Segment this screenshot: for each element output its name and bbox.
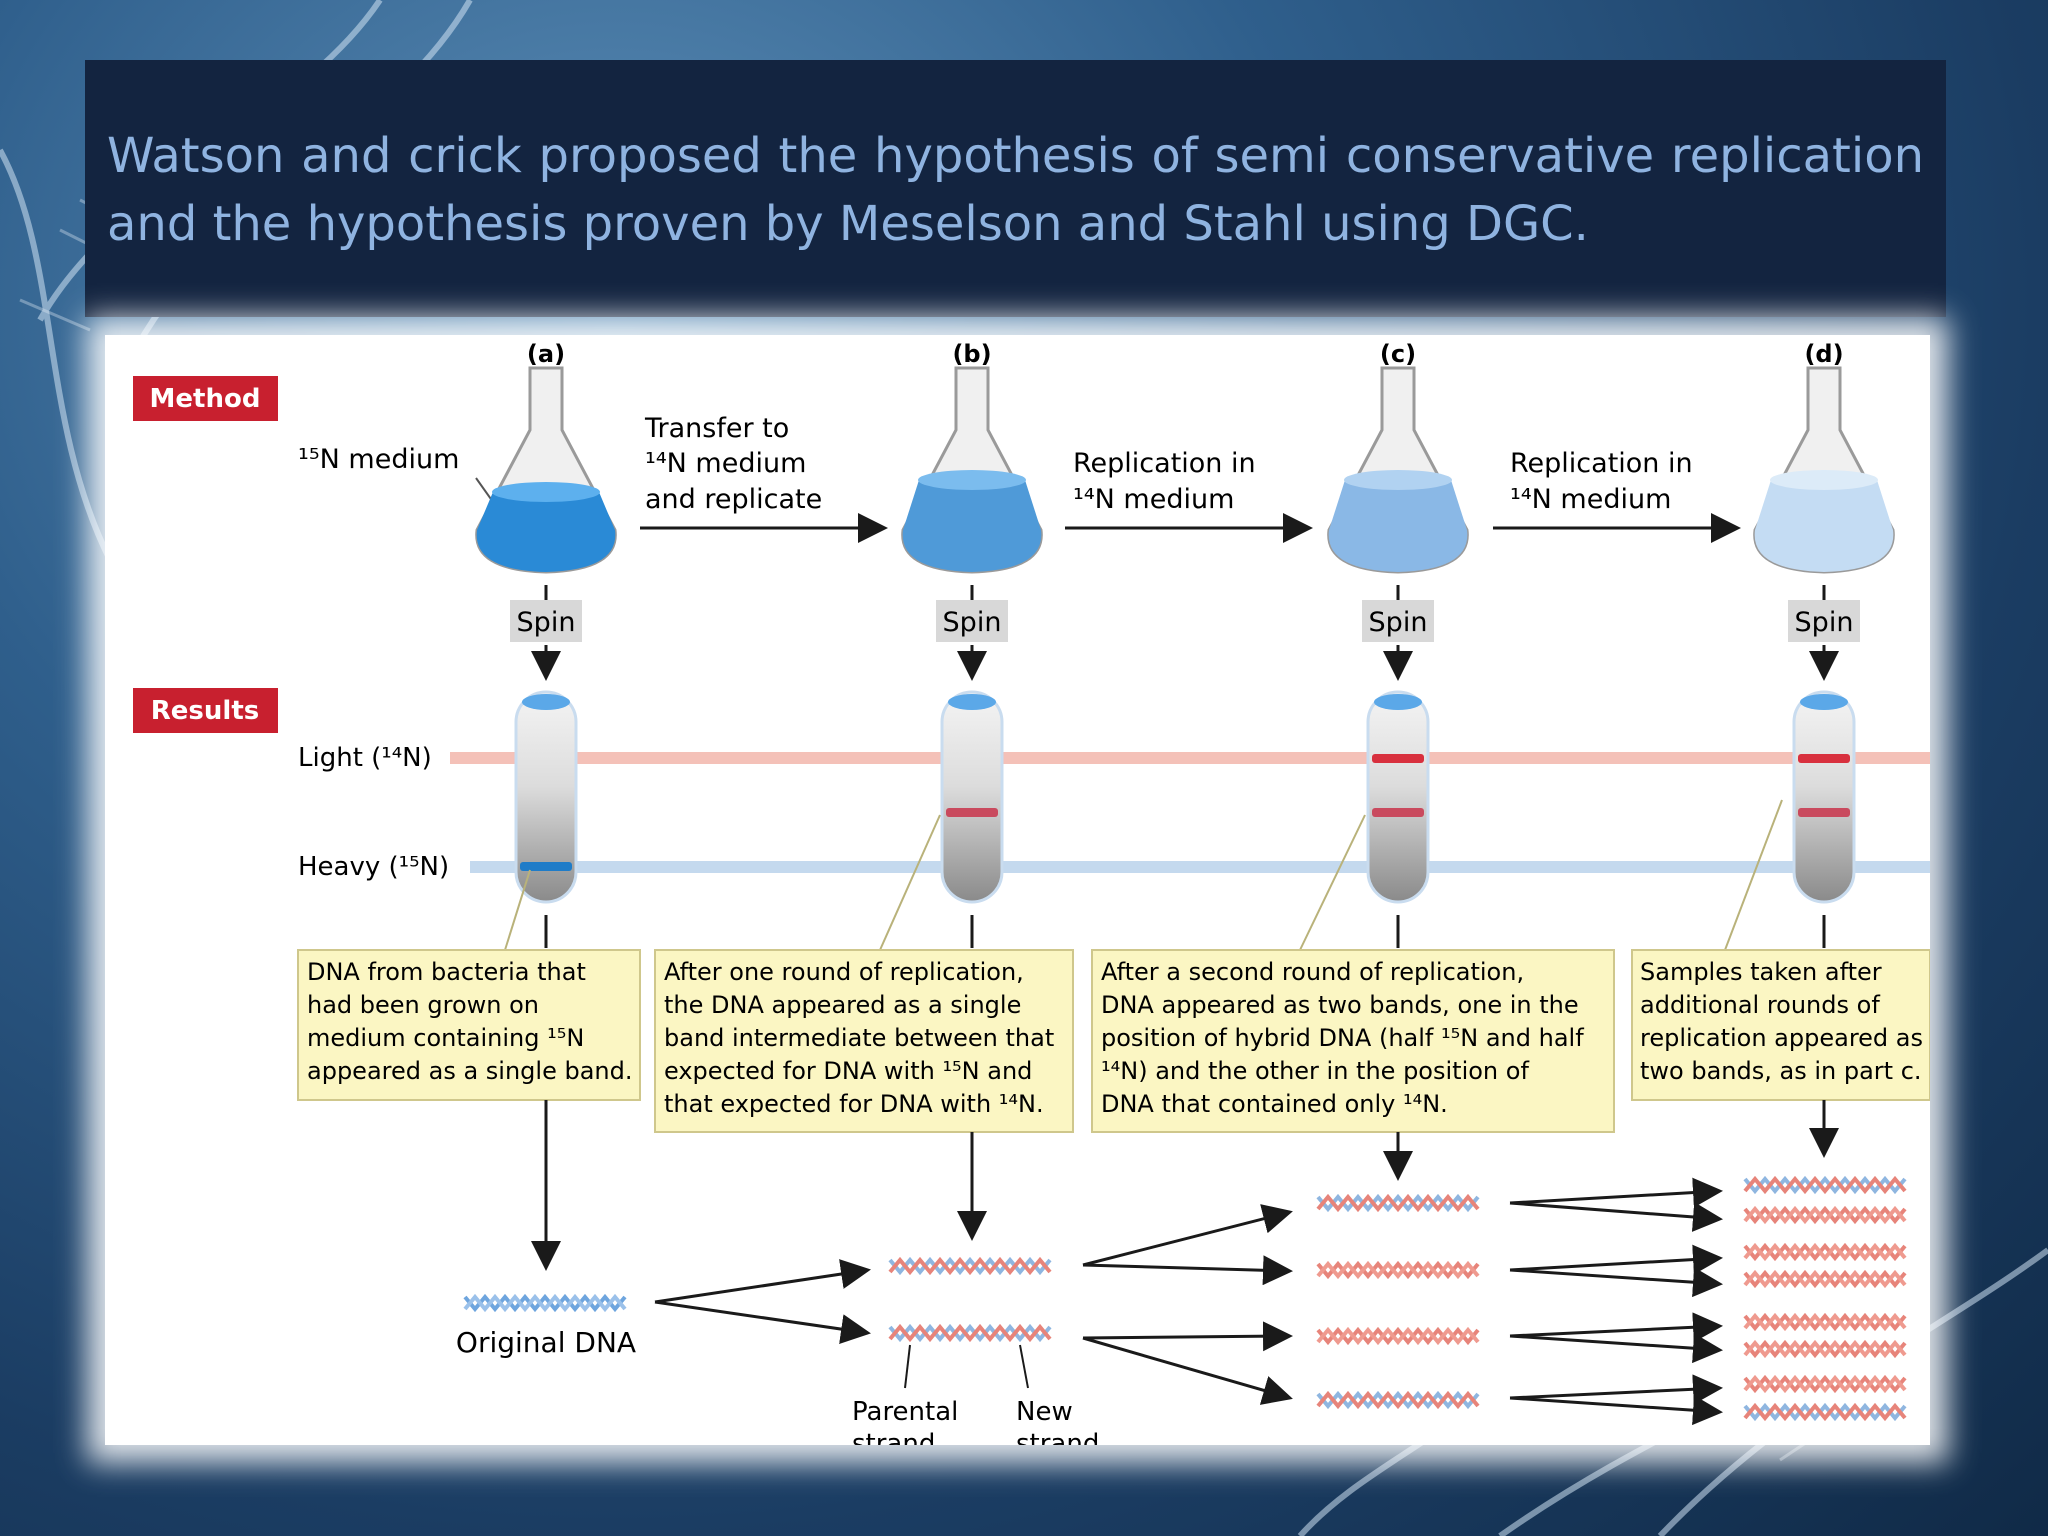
dna-gen2-1	[1316, 1193, 1480, 1213]
dna-gen3-stack	[1743, 1175, 1907, 1422]
flask-d	[1753, 366, 1895, 574]
caption-b-line-1: After one round of replication,	[664, 958, 1024, 986]
caption-d-line-1: Samples taken after	[1640, 958, 1882, 986]
new-strand-line-2: strand	[1016, 1429, 1099, 1445]
caption-a-line-3: medium containing ¹⁵N	[307, 1024, 584, 1052]
tube-a	[514, 690, 578, 904]
meselson-stahl-figure: (a) (b) (c) (d) Method Results ¹⁵N mediu…	[105, 335, 1930, 1445]
band-hybrid-d	[1798, 808, 1850, 817]
spin-step-c: Spin	[1362, 585, 1434, 681]
caption-d-line-3: replication appeared as	[1640, 1024, 1923, 1052]
transfer-line-2: ¹⁴N medium	[645, 448, 806, 479]
medium-15n-label: ¹⁵N medium	[298, 444, 459, 475]
light-label: Light (¹⁴N)	[298, 743, 432, 773]
parental-strand-pointer	[904, 1344, 911, 1389]
dna-original	[463, 1293, 627, 1313]
caption-a-line-4: appeared as a single band.	[307, 1057, 633, 1085]
tube-connectors	[544, 915, 1826, 948]
dna-gen2-4	[1316, 1390, 1480, 1410]
dna-gen1-2	[888, 1323, 1052, 1343]
caption-c-line-3: position of hybrid DNA (half ¹⁵N and hal…	[1101, 1024, 1584, 1052]
flask-b	[901, 366, 1043, 574]
spin-label-b: Spin	[943, 607, 1002, 638]
caption-a: DNA from bacteria that had been grown on…	[297, 949, 641, 1101]
transfer-line-1: Transfer to	[644, 413, 789, 444]
band-light-c	[1372, 754, 1424, 763]
caption-pointers	[504, 799, 1783, 951]
band-heavy-a	[520, 862, 572, 871]
new-strand-pointer	[1019, 1344, 1029, 1389]
caption-d-line-2: additional rounds of	[1640, 991, 1880, 1019]
caption-c-line-1: After a second round of replication,	[1101, 958, 1524, 986]
panel-letter-b: (b)	[952, 340, 991, 368]
spin-label-a: Spin	[517, 607, 576, 638]
spin-step-b: Spin	[936, 585, 1008, 681]
dna-gen2-2	[1316, 1260, 1480, 1280]
tube-d	[1792, 690, 1856, 904]
replication-1-line-1: Replication in	[1073, 448, 1256, 479]
slide-title: Watson and crick proposed the hypothesis…	[107, 128, 1924, 252]
band-hybrid-b	[946, 808, 998, 817]
caption-d: Samples taken after additional rounds of…	[1631, 949, 1930, 1101]
band-light-d	[1798, 754, 1850, 763]
caption-b-line-2: the DNA appeared as a single	[664, 991, 1021, 1019]
results-label-box	[133, 688, 278, 733]
spin-step-d: Spin	[1788, 585, 1860, 681]
panel-letter-c: (c)	[1380, 340, 1416, 368]
caption-b-line-3: band intermediate between that	[664, 1024, 1054, 1052]
caption-d-line-4: two bands, as in part c.	[1640, 1057, 1922, 1085]
caption-a-line-1: DNA from bacteria that	[307, 958, 586, 986]
caption-b: After one round of replication, the DNA …	[654, 949, 1074, 1133]
parental-strand-line-2: strand	[852, 1429, 935, 1445]
caption-b-line-5: that expected for DNA with ¹⁴N.	[664, 1090, 1044, 1118]
band-hybrid-c	[1372, 808, 1424, 817]
dna-gen2-3	[1316, 1326, 1480, 1346]
spin-step-a: Spin	[510, 585, 582, 681]
panel-letter-d: (d)	[1804, 340, 1843, 368]
caption-b-line-4: expected for DNA with ¹⁵N and	[664, 1057, 1032, 1085]
method-label-box	[133, 376, 278, 421]
figure-svg: (a) (b) (c) (d) Method Results ¹⁵N mediu…	[133, 340, 1930, 1445]
panel-letter-a: (a)	[527, 340, 565, 368]
caption-c-line-5: DNA that contained only ¹⁴N.	[1101, 1090, 1448, 1118]
spin-label-c: Spin	[1369, 607, 1428, 638]
tube-b	[940, 690, 1004, 904]
heavy-label: Heavy (¹⁵N)	[298, 852, 449, 882]
replication-2-line-1: Replication in	[1510, 448, 1693, 479]
title-banner: Watson and crick proposed the hypothesis…	[85, 60, 1946, 317]
spin-label-d: Spin	[1795, 607, 1854, 638]
tube-c	[1366, 690, 1430, 904]
lineage-arrows	[531, 1100, 1839, 1426]
dna-gen1-1	[888, 1256, 1052, 1276]
results-label: Results	[151, 696, 259, 726]
new-strand-line-1: New	[1016, 1397, 1073, 1427]
replication-2-line-2: ¹⁴N medium	[1510, 484, 1671, 515]
caption-c: After a second round of replication, DNA…	[1091, 949, 1615, 1133]
replication-1-line-2: ¹⁴N medium	[1073, 484, 1234, 515]
original-dna-label: Original DNA	[456, 1326, 636, 1359]
transfer-line-3: and replicate	[645, 484, 822, 515]
caption-c-line-2: DNA appeared as two bands, one in the	[1101, 991, 1579, 1019]
method-label: Method	[150, 384, 261, 414]
caption-c-line-4: ¹⁴N) and the other in the position of	[1101, 1057, 1529, 1085]
caption-a-line-2: had been grown on	[307, 991, 539, 1019]
flask-c	[1327, 366, 1469, 574]
flask-a	[475, 366, 617, 574]
parental-strand-line-1: Parental	[852, 1397, 958, 1427]
